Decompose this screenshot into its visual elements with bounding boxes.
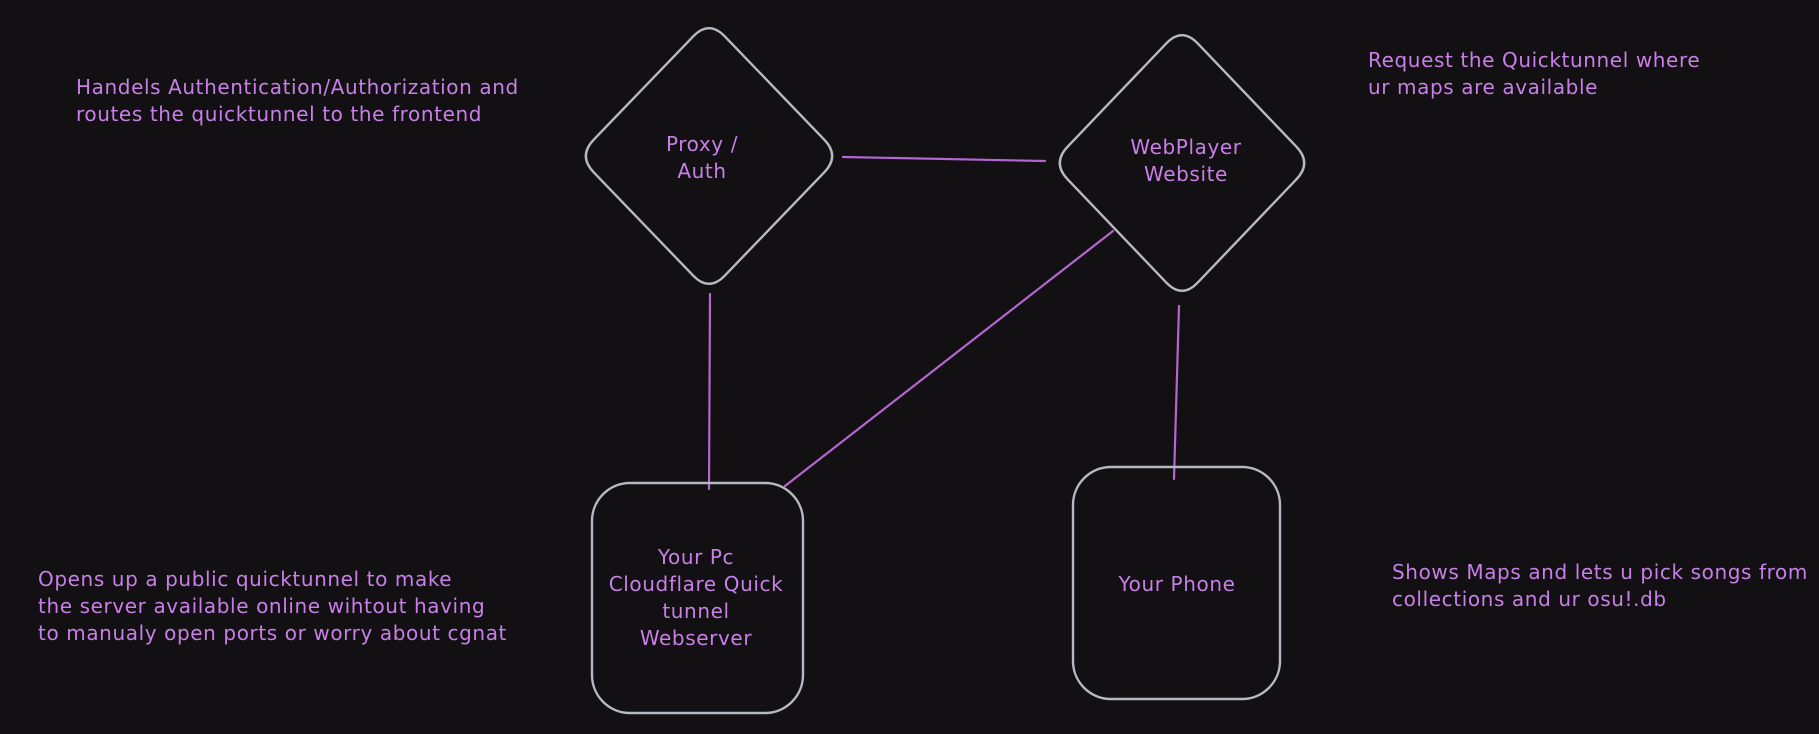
- node-phone-box[interactable]: [1071, 465, 1282, 701]
- node-proxy-auth-diamond[interactable]: [584, 26, 834, 286]
- annotation-pc-webserver[interactable]: Opens up a public quicktunnel to make th…: [38, 567, 507, 645]
- node-webplayer-diamond[interactable]: [1058, 33, 1306, 293]
- node-pc-webserver-box[interactable]: [590, 481, 805, 715]
- node-label-phone[interactable]: Your Phone: [1118, 572, 1236, 596]
- node-label-webplayer[interactable]: WebPlayer Website: [1130, 135, 1242, 186]
- edge-proxy-to-webplayer[interactable]: [841, 155, 1047, 163]
- annotation-webplayer[interactable]: Request the Quicktunnel where ur maps ar…: [1368, 48, 1701, 99]
- edge-webplayer-to-pc[interactable]: [783, 229, 1115, 488]
- edge-webplayer-to-phone[interactable]: [1172, 304, 1181, 481]
- annotation-phone[interactable]: Shows Maps and lets u pick songs from co…: [1392, 560, 1808, 611]
- node-label-pc-webserver[interactable]: Your Pc Cloudflare Quick tunnel Webserve…: [608, 545, 784, 650]
- node-label-proxy-auth[interactable]: Proxy / Auth: [665, 132, 739, 183]
- annotation-proxy-auth[interactable]: Handels Authentication/Authorization and…: [76, 75, 519, 126]
- edge-proxy-to-pc[interactable]: [707, 292, 712, 491]
